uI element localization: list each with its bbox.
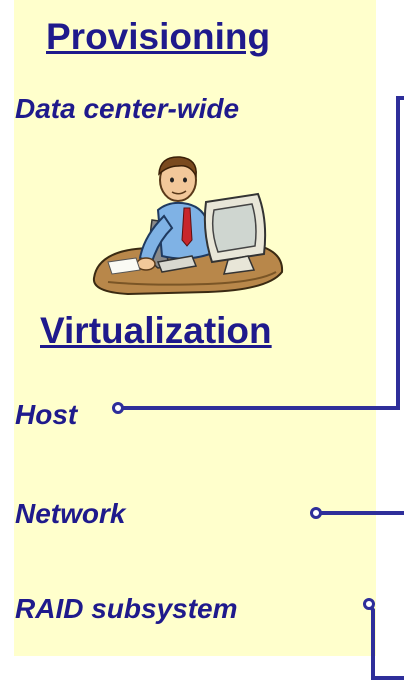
host-connector — [118, 96, 404, 410]
raid-subsystem-label: RAID subsystem — [15, 593, 238, 624]
data-center-wide-label: Data center-wide — [15, 93, 240, 124]
host-label: Host — [15, 399, 78, 430]
network-label: Network — [15, 498, 126, 529]
raid-connector — [367, 602, 404, 680]
network-connector-dot — [310, 507, 322, 519]
host-connector-dot — [112, 402, 124, 414]
raid-connector-dot — [363, 598, 375, 610]
virtualization-heading: Virtualization — [40, 310, 272, 351]
provisioning-heading: Provisioning — [46, 16, 271, 57]
person-at-computer-icon — [92, 156, 284, 296]
label-panel — [14, 0, 376, 656]
